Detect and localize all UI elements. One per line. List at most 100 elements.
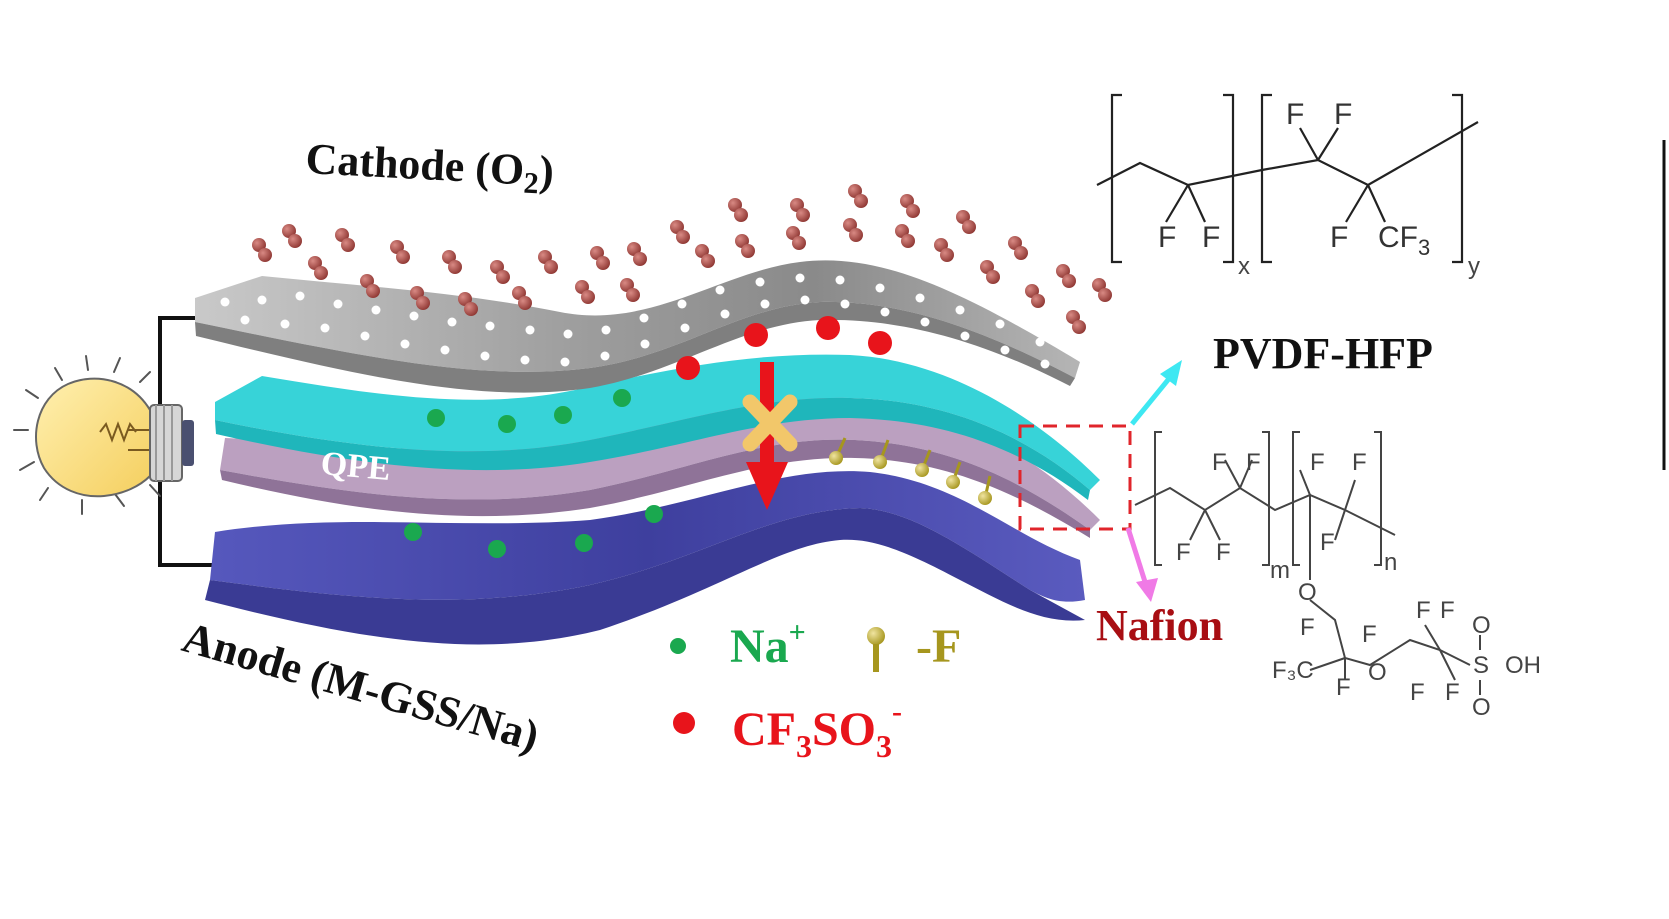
nafion-f-atom: F [1445,679,1460,706]
oxygen-molecule-icon [695,244,715,268]
na-ion [554,406,572,424]
fluorine-pin [978,475,992,505]
cathode-pore [400,339,410,349]
nafion-f-atom: F [1362,621,1377,648]
oxygen-molecule-icon [442,250,462,274]
circuit-wire [158,316,220,567]
fluorine-pin [946,461,962,489]
oxygen-molecule-icon [670,220,690,244]
nafion-oxygen: O [1298,579,1317,606]
oxygen-molecule-icon [590,246,610,270]
oxygen-molecule-icon [490,260,510,284]
legend-na-marker [670,638,686,654]
na-ion [575,534,593,552]
cathode-layer [195,260,1080,393]
nafion-f-atom: F [1212,449,1227,476]
nafion-f-atom: F [1336,674,1351,701]
cathode-pore [409,311,419,321]
oxygen-molecule-icon [1092,278,1112,302]
nafion-f-atom: F [1320,529,1335,556]
dashed-highlight-box [1018,424,1132,531]
pvdf-hfp-label: PVDF-HFP [1213,329,1433,378]
nafion-subscript-m: m [1270,557,1290,584]
pvdf-subscript-y: y [1468,253,1480,280]
cathode-pore [220,297,230,307]
na-ion [613,389,631,407]
cf3so3-ion [676,356,700,380]
cathode-pore [525,325,535,335]
qpe-label: QPE [319,445,392,488]
oxygen-molecule-icon [512,286,532,310]
oxygen-molecule-icon [900,194,920,218]
oxygen-molecule-icon [790,198,810,222]
cathode-label: Cathode (O2) [304,134,555,201]
oxygen-molecule-icon [980,260,1000,284]
oxygen-molecule-icon [360,274,380,298]
legend-cf3so3-marker [673,712,695,734]
na-ion [498,415,516,433]
oxygen-molecule-icon [575,280,595,304]
cathode-pore [480,351,490,361]
oxygen-molecule-icon [728,198,748,222]
oxygen-molecule-icon [458,292,478,316]
cathode-pore [257,295,267,305]
cathode-pore [995,319,1005,329]
oxygen-molecule-icon [895,224,915,248]
cathode-pore [601,325,611,335]
cathode-pore [280,319,290,329]
cathode-pore [920,317,930,327]
cathode-pore [835,275,845,285]
fluorine-pins [829,437,992,505]
cathode-pore [520,355,530,365]
cf3so3-ion [868,331,892,355]
cathode-pore [360,331,370,341]
legend-f-label: -F [916,620,961,673]
oxygen-molecule-icon [252,238,272,262]
pvdf-cf3-group: CF3 [1378,221,1430,260]
oxygen-molecule-icon [735,234,755,258]
nafion-label: Nafion [1096,601,1223,650]
pvdf-arrow [1130,360,1182,426]
pvdf-subscript-x: x [1238,253,1250,280]
pvdf-f-atom: F [1286,98,1304,131]
cathode-pore [563,329,573,339]
na-ion [488,540,506,558]
oxygen-molecules [252,184,1112,334]
nafion-layer [220,396,1100,538]
cathode-pore [720,309,730,319]
oxygen-molecule-icon [934,238,954,262]
oxygen-molecule-icon [308,256,328,280]
fluorine-pin [915,449,932,477]
cathode-pore [760,299,770,309]
oxygen-molecule-icon [538,250,558,274]
cathode-pore [640,339,650,349]
oxygen-molecule-icon [410,286,430,310]
cathode-pore [295,291,305,301]
light-bulb-icon [13,355,194,515]
nafion-oxygen: O [1472,694,1491,721]
pvdf-hfp-structure: F F x F F F CF3 y [1096,93,1480,280]
pvdf-f-atom: F [1158,221,1176,254]
nafion-f-atom: F [1176,539,1191,566]
cathode-pore [371,305,381,315]
cathode-pore [440,345,450,355]
nafion-f-atom: F [1440,597,1455,624]
nafion-f-atom: F [1216,539,1231,566]
legend-cf3so3-label: CF3SO3- [732,695,902,764]
nafion-structure: F F F F F F F m n O F F F₃C F O F F F F … [1134,431,1541,721]
cf3so3-ions [676,316,892,380]
cathode-pore [447,317,457,327]
oxygen-molecule-icon [1056,264,1076,288]
nafion-arrow [1125,527,1158,602]
nafion-f-atom: F [1410,679,1425,706]
cathode-pore [677,299,687,309]
nafion-f3c-group: F₃C [1272,657,1314,684]
oxygen-molecule-icon [620,278,640,302]
fluorine-pin [873,439,890,469]
nafion-f-atom: F [1352,449,1367,476]
oxygen-molecule-icon [627,242,647,266]
oxygen-molecule-icon [1066,310,1086,334]
cathode-pore [915,293,925,303]
qpe-layer [215,354,1100,500]
